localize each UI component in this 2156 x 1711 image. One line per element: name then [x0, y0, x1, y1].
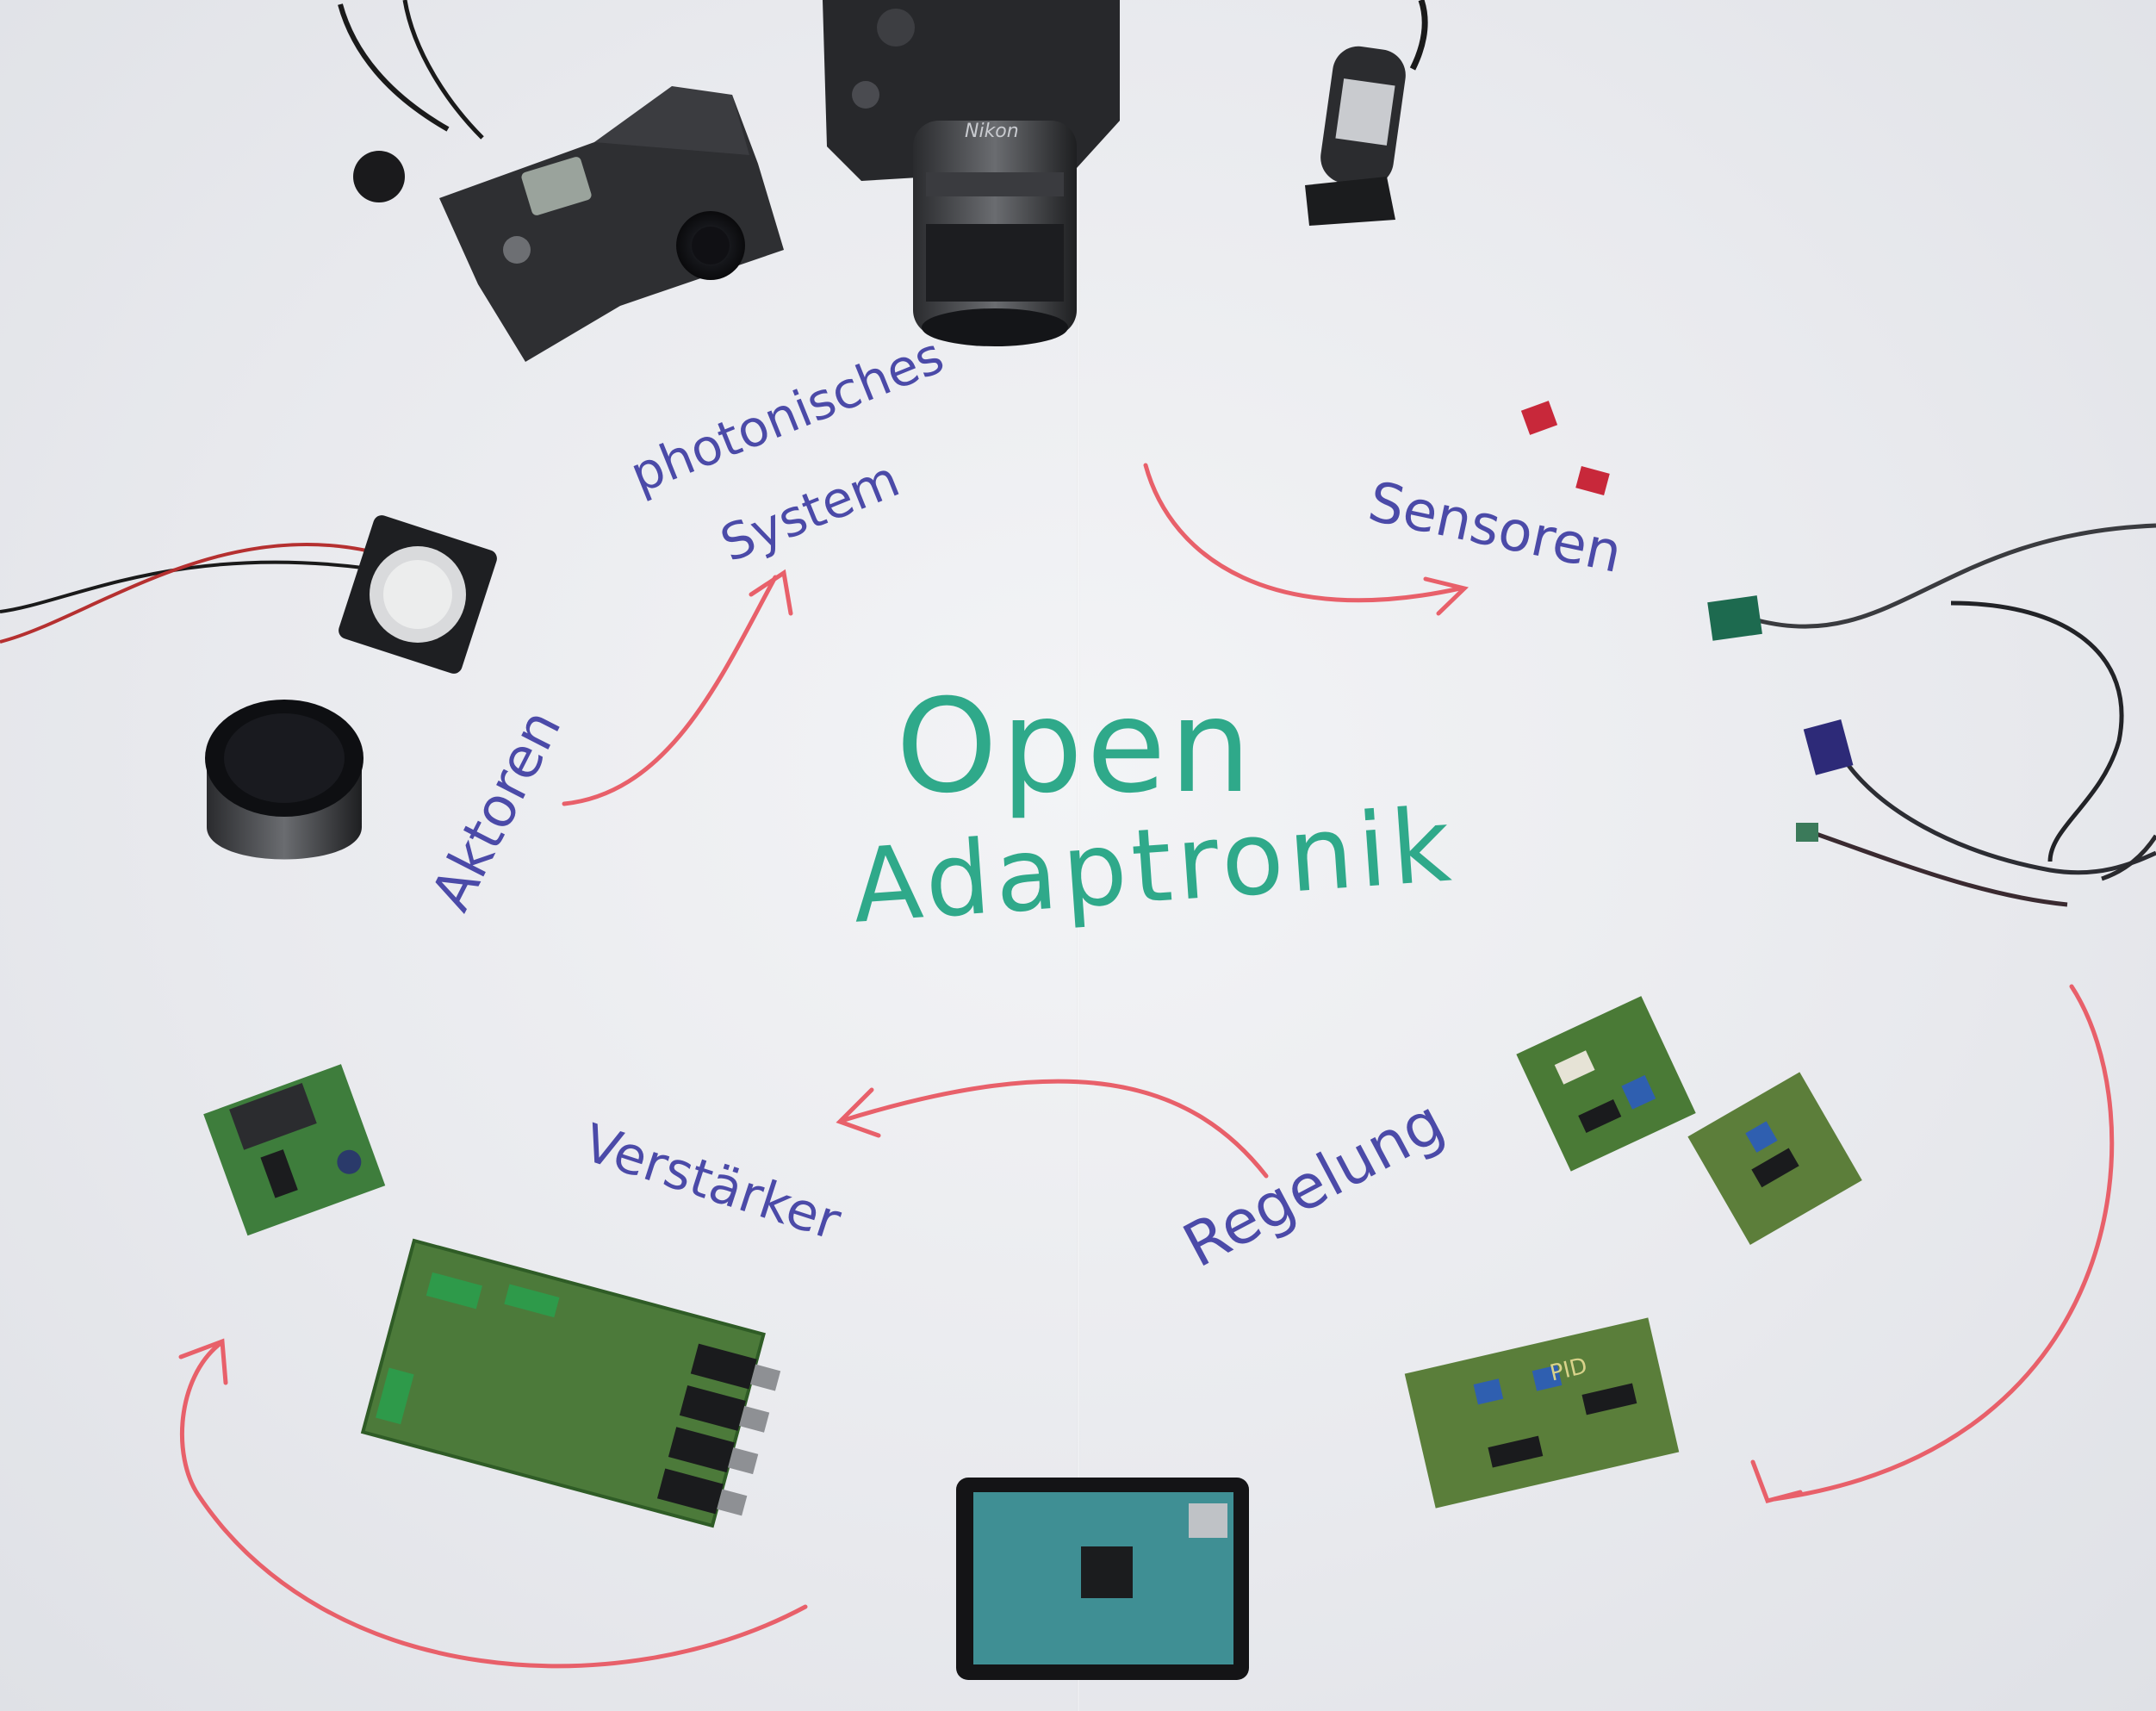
arduino-case	[956, 1478, 1249, 1680]
green-sensor	[1707, 595, 1762, 641]
speaker	[0, 515, 497, 674]
arrow-sensoren	[1143, 463, 1463, 603]
control-board-1	[1516, 996, 1696, 1172]
bnc-board	[360, 1238, 781, 1528]
sensor-chip-2	[1575, 466, 1610, 495]
paper-fold	[1077, 0, 1080, 1711]
arrow-right-loop-head	[1750, 1459, 1803, 1503]
control-board-2	[1687, 1072, 1862, 1245]
arrow-aktoren	[562, 575, 778, 806]
sensor-chip-1	[1520, 401, 1558, 435]
dslr-camera	[823, 0, 1120, 346]
cylinder-actuator	[205, 700, 363, 860]
camera-brand-label: Nikon	[965, 121, 1019, 142]
arrow-sensoren-head	[1423, 576, 1469, 616]
arrow-bottom-left	[179, 1341, 808, 1669]
pid-board	[1404, 1317, 1680, 1509]
webcam	[1305, 0, 1428, 226]
title-open: Open	[896, 672, 1255, 822]
blue-sensor	[1803, 719, 1854, 775]
arrow-right-loop	[1772, 984, 2115, 1502]
bridge-camera	[338, 0, 784, 362]
small-sensor	[1796, 823, 1818, 842]
arrow-regelung-head	[836, 1087, 881, 1138]
arrow-aktoren-head	[749, 569, 793, 616]
cable-sensors	[1756, 523, 2156, 907]
amplifier-board	[203, 1064, 386, 1236]
arrow-bottom-left-head	[178, 1338, 228, 1385]
arrow-regelung	[842, 1079, 1269, 1179]
